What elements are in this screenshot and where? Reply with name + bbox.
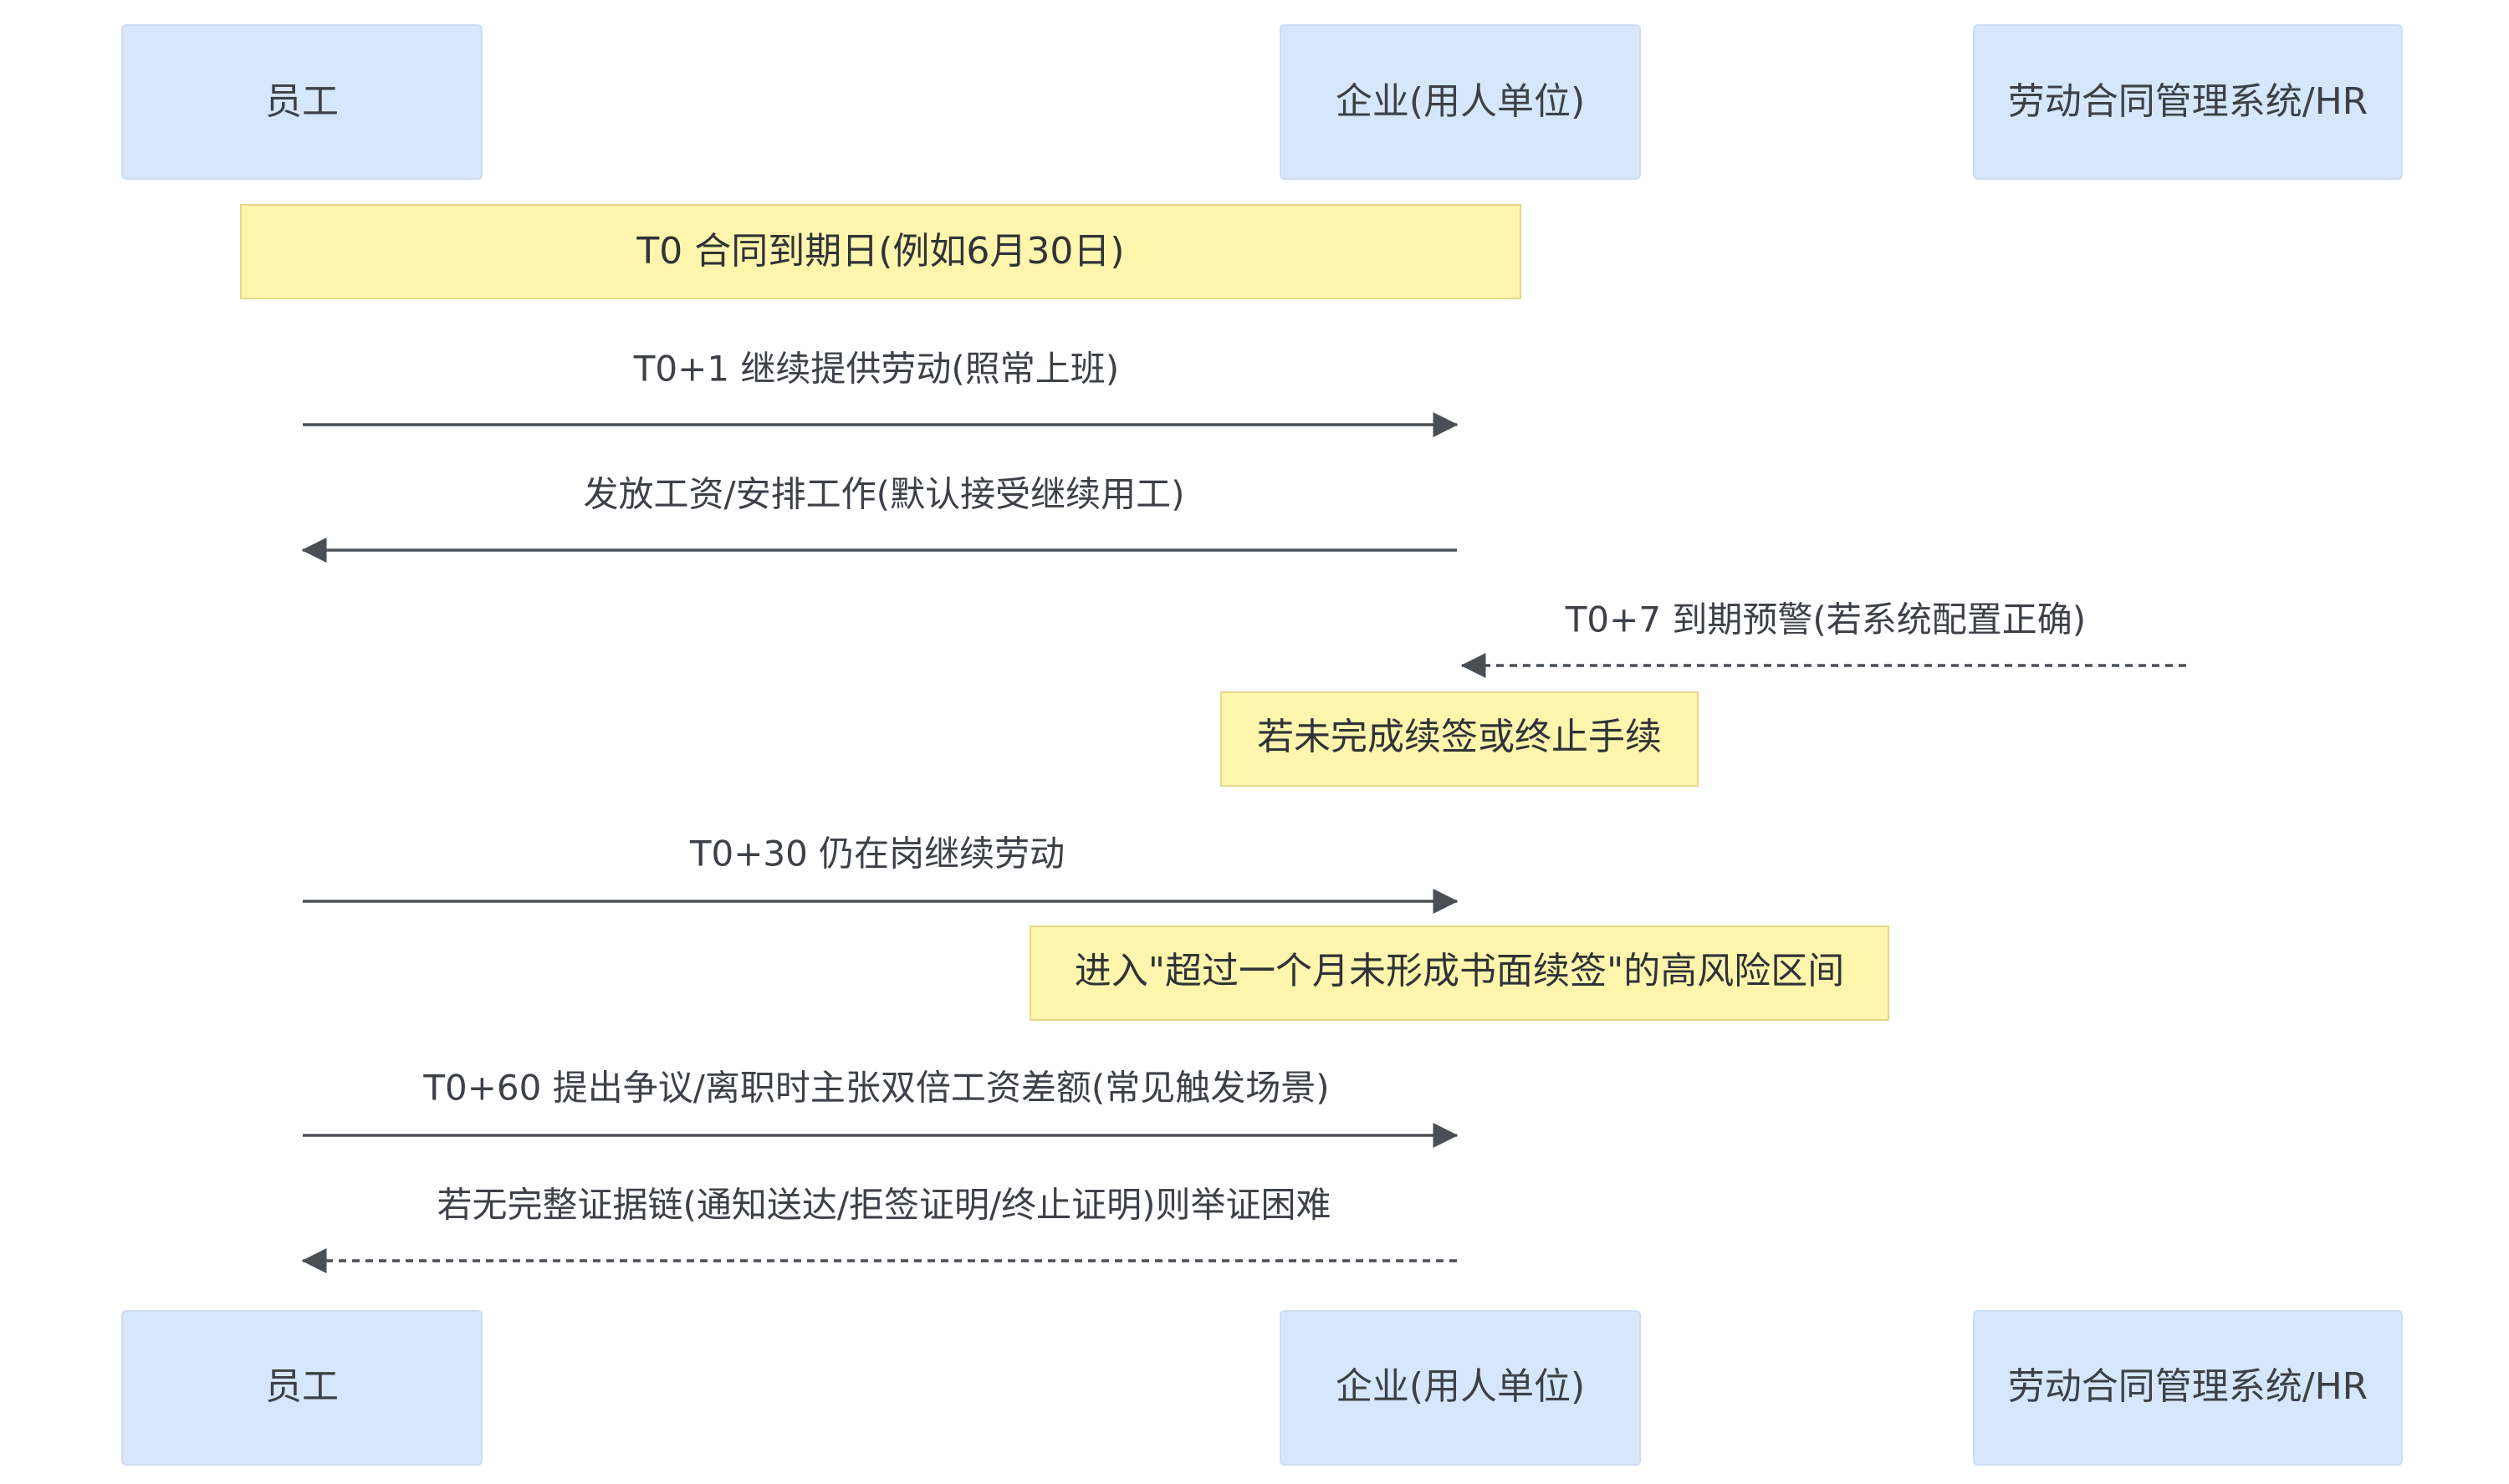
message-continue-working: T0+1 继续提供劳动(照常上班) — [303, 349, 1459, 437]
message-raise-dispute-label: T0+60 提出争议/离职时主张双倍工资差额(常见触发场景) — [422, 1068, 1329, 1109]
message-evidence-difficulty: 若无完整证据链(通知送达/拒签证明/终止证明)则举证困难 — [301, 1185, 1457, 1273]
note-unfinished: 若未完成续签或终止手续 — [1220, 691, 1699, 787]
actor-employee-label: 员工 — [265, 80, 339, 123]
message-still-working: T0+30 仍在岗继续劳动 — [303, 834, 1459, 914]
note-t0: T0 合同到期日(例如6月30日) — [240, 204, 1521, 299]
actor-hr-system-top: 劳动合同管理系统/HR — [1973, 24, 2403, 180]
note-unfinished-label: 若未完成续签或终止手续 — [1257, 716, 1662, 758]
message-still-working-label: T0+30 仍在岗继续劳动 — [689, 834, 1065, 875]
actor-hr-system-label: 劳动合同管理系统/HR — [2008, 80, 2368, 123]
message-raise-dispute: T0+60 提出争议/离职时主张双倍工资差额(常见触发场景) — [303, 1068, 1459, 1148]
note-t0-label: T0 合同到期日(例如6月30日) — [636, 230, 1124, 273]
note-high-risk-label: 进入"超过一个月未形成书面续签"的高风险区间 — [1075, 950, 1844, 992]
actor-company-label: 企业(用人单位) — [1336, 80, 1585, 123]
actor-employee-bottom: 员工 — [121, 1310, 483, 1466]
message-expiry-warning-label: T0+7 到期预警(若系统配置正确) — [1565, 599, 2086, 640]
actor-hr-system-bottom-label: 劳动合同管理系统/HR — [2008, 1365, 2368, 1408]
message-pay-wages: 发放工资/安排工作(默认接受继续用工) — [301, 474, 1457, 563]
message-expiry-warning: T0+7 到期预警(若系统配置正确) — [1460, 599, 2186, 678]
actor-company-top: 企业(用人单位) — [1280, 24, 1641, 180]
note-high-risk: 进入"超过一个月未形成书面续签"的高风险区间 — [1030, 926, 1889, 1021]
message-continue-working-label: T0+1 继续提供劳动(照常上班) — [633, 349, 1119, 390]
message-evidence-difficulty-label: 若无完整证据链(通知送达/拒签证明/终止证明)则举证困难 — [437, 1185, 1331, 1226]
actor-hr-system-bottom: 劳动合同管理系统/HR — [1973, 1310, 2403, 1466]
actor-company-bottom: 企业(用人单位) — [1280, 1310, 1641, 1466]
actor-company-bottom-label: 企业(用人单位) — [1336, 1365, 1585, 1408]
actor-employee-bottom-label: 员工 — [265, 1365, 339, 1408]
message-pay-wages-label: 发放工资/安排工作(默认接受继续用工) — [584, 474, 1185, 515]
actor-employee-top: 员工 — [121, 24, 483, 180]
